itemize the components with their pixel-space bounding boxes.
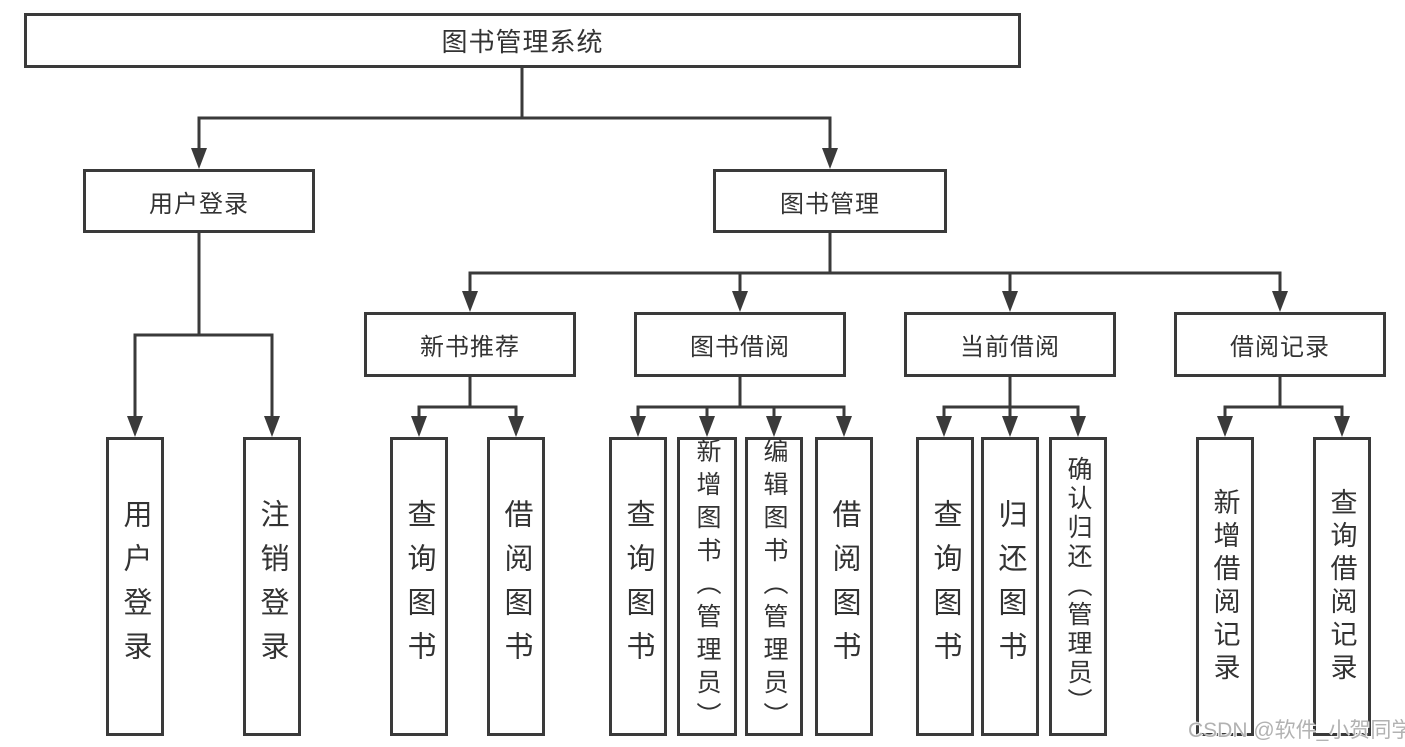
leaf-confirm-return-admin: 确认归还（管理员） <box>1049 437 1107 736</box>
csdn-watermark: CSDN @软件_小贺同学 <box>1188 719 1405 742</box>
leaf-label: 查询图书 <box>622 498 654 675</box>
node-label: 借阅记录 <box>1230 334 1330 361</box>
leaf-label: 注销登录 <box>256 498 288 675</box>
leaf-user-login: 用户登录 <box>106 437 164 736</box>
leaf-edit-book-admin: 编辑图书（管理员） <box>745 437 803 736</box>
leaf-borrow-books: 借阅图书 <box>815 437 873 736</box>
leaf-label: 归还图书 <box>994 498 1026 675</box>
leaf-add-book-admin: 新增图书（管理员） <box>677 437 737 736</box>
node-label: 新书推荐 <box>420 334 520 361</box>
leaf-label: 用户登录 <box>119 498 151 675</box>
node-book-borrowing: 图书借阅 <box>634 312 846 377</box>
leaf-label: 查询借阅记录 <box>1326 487 1357 686</box>
leaf-query-books-borrow: 查询图书 <box>609 437 667 736</box>
node-library-management-system: 图书管理系统 <box>24 13 1021 68</box>
leaf-add-borrow-record: 新增借阅记录 <box>1196 437 1254 736</box>
leaf-label: 借阅图书 <box>828 498 860 675</box>
leaf-label: 借阅图书 <box>500 498 532 675</box>
node-label: 图书管理 <box>780 190 880 218</box>
leaf-query-borrow-record: 查询借阅记录 <box>1313 437 1371 736</box>
node-label: 用户登录 <box>149 190 249 218</box>
leaf-label: 查询图书 <box>929 498 961 675</box>
leaf-label: 新增借阅记录 <box>1209 487 1240 686</box>
node-current-borrowing: 当前借阅 <box>904 312 1116 377</box>
leaf-logout: 注销登录 <box>243 437 301 736</box>
leaf-return-book: 归还图书 <box>981 437 1039 736</box>
node-user-login: 用户登录 <box>83 169 315 233</box>
node-borrowing-records: 借阅记录 <box>1174 312 1386 377</box>
node-label: 图书借阅 <box>690 334 790 361</box>
node-label: 当前借阅 <box>960 334 1060 361</box>
leaf-label: 新增图书（管理员） <box>693 438 721 735</box>
node-new-book-recommendation: 新书推荐 <box>364 312 576 377</box>
leaf-borrow-books-recommend: 借阅图书 <box>487 437 545 736</box>
leaf-label: 确认归还（管理员） <box>1064 456 1092 717</box>
leaf-label: 查询图书 <box>403 498 435 675</box>
leaf-label: 编辑图书（管理员） <box>760 438 788 735</box>
node-book-management: 图书管理 <box>713 169 947 233</box>
leaf-query-books-current: 查询图书 <box>916 437 974 736</box>
leaf-query-books-recommend: 查询图书 <box>390 437 448 736</box>
node-label: 图书管理系统 <box>441 27 604 57</box>
